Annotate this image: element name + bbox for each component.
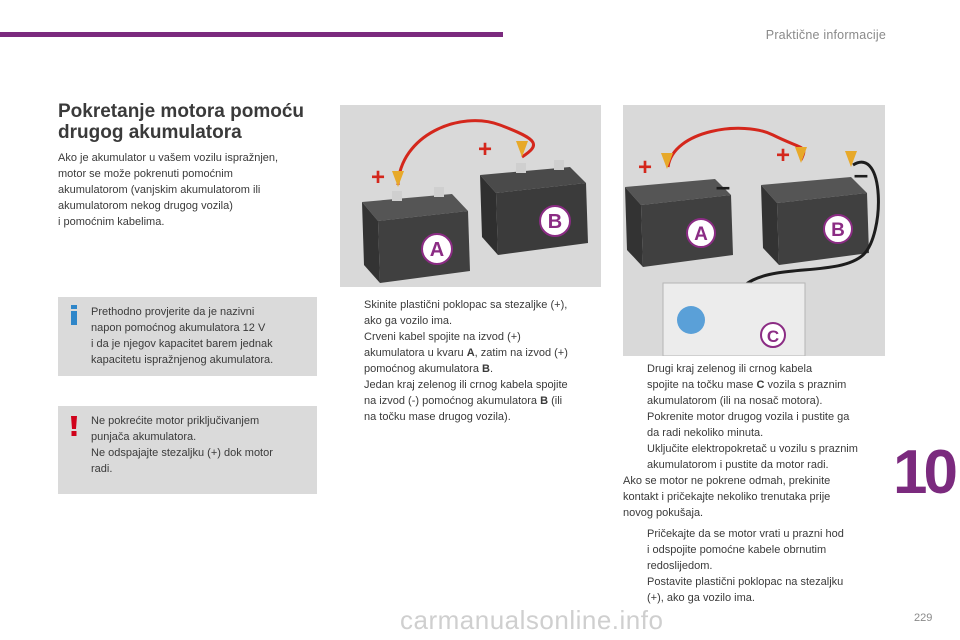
- step-text-bold: B: [482, 363, 490, 375]
- battery-a-label: A: [694, 224, 708, 245]
- step-line: na točku mase drugog vozila).: [364, 411, 511, 423]
- step-line: akumulatora u kvaru A, zatim na izvod (+…: [364, 345, 602, 361]
- header-accent-bar: [0, 32, 503, 37]
- step-text: akumulatora u kvaru: [364, 347, 467, 359]
- step-item: Crveni kabel spojite na izvod (+) akumul…: [340, 329, 602, 377]
- step-line: ako ga vozilo ima.: [364, 315, 453, 327]
- warning-box: Ne pokrećite motor priključivanjem punja…: [58, 406, 317, 494]
- info-icon: [71, 305, 77, 325]
- info-line: napon pomoćnog akumulatora 12 V: [91, 322, 266, 334]
- battery-b: [761, 177, 869, 265]
- red-cable: [396, 119, 535, 186]
- step-line: Pokrenite motor drugog vozila i pustite …: [647, 411, 850, 423]
- step-line: da radi nekoliko minuta.: [647, 427, 764, 439]
- intro-line: i pomoćnim kabelima.: [58, 216, 165, 228]
- step-text: pomoćnog akumulatora: [364, 363, 483, 375]
- page-title-line-1: Pokretanje motora pomoću: [58, 101, 304, 122]
- step-item: Pričekajte da se motor vrati u prazni ho…: [623, 526, 888, 574]
- watermark: carmanualsonline.info: [400, 605, 664, 635]
- warning-icon: [71, 416, 77, 436]
- warning-line: radi.: [91, 463, 113, 475]
- clamp-b-plus: [516, 141, 528, 157]
- step-item: Jedan kraj zelenog ili crnog kabela spoj…: [340, 377, 602, 425]
- battery-a: [625, 179, 733, 267]
- warning-line: punjača akumulatora.: [91, 431, 197, 443]
- step-line: akumulatorom i pustite da motor radi.: [647, 459, 829, 471]
- step-line: pomoćnog akumulatora B.: [364, 361, 602, 377]
- battery-illustration-2: A B C + + – –: [623, 105, 885, 356]
- step-line: akumulatorom (ili na nosač motora).: [647, 395, 823, 407]
- clamp-b-plus: [795, 147, 807, 163]
- info-line: i da je njegov kapacitet barem jednak: [91, 338, 273, 350]
- intro-line: motor se može pokrenuti pomoćnim: [58, 168, 233, 180]
- intro-paragraph: Ako je akumulator u vašem vozilu ispražn…: [58, 150, 318, 230]
- step-text: spojite na točku mase: [647, 379, 757, 391]
- step-item: Pokrenite motor drugog vozila i pustite …: [623, 409, 888, 441]
- step-text: vozila s praznim: [764, 379, 847, 391]
- step-text-bold: C: [756, 379, 765, 391]
- clamp-a-plus: [661, 153, 673, 169]
- step-item: Uključite elektropokretač u vozilu s pra…: [623, 441, 888, 473]
- step-line: i odspojite pomoćne kabele obrnutim: [647, 544, 827, 556]
- ground-point-c-label: C: [767, 327, 779, 346]
- plus-label-a: +: [638, 154, 652, 181]
- intro-line: akumulatorom nekog drugog vozila): [58, 200, 233, 212]
- step-item: Drugi kraj zelenog ili crnog kabela spoj…: [623, 361, 888, 409]
- page-title: Pokretanje motora pomoću drugog akumulat…: [58, 101, 328, 143]
- paragraph-line: novog pokušaja.: [623, 507, 704, 519]
- step-text-bold: B: [540, 395, 549, 407]
- steps-right-bottom: Pričekajte da se motor vrati u prazni ho…: [623, 526, 888, 606]
- step-line: Postavite plastični poklopac na stezaljk…: [647, 576, 844, 588]
- intro-line: akumulatorom (vanjskim akumulatorom ili: [58, 184, 261, 196]
- battery-b: [480, 160, 588, 255]
- steps-middle: Skinite plastični poklopac sa stezaljke …: [340, 297, 602, 425]
- reservoir-cap: [677, 306, 705, 334]
- clamp-b-minus: [845, 151, 857, 167]
- warning-line: Ne odspajajte stezaljku (+) dok motor: [91, 447, 273, 459]
- page-number: 229: [914, 612, 933, 624]
- step-line: Skinite plastični poklopac sa stezaljke …: [364, 299, 568, 311]
- step-line: Crveni kabel spojite na izvod (+): [364, 331, 521, 343]
- step-text-bold: A: [466, 347, 475, 359]
- step-text: na izvod (-) pomoćnog akumulatora: [364, 395, 541, 407]
- step-text: .: [489, 363, 494, 375]
- figure-battery-connection-2: A B C + + – –: [623, 105, 885, 356]
- step-line: Drugi kraj zelenog ili crnog kabela: [647, 363, 813, 375]
- step-line: Jedan kraj zelenog ili crnog kabela spoj…: [364, 379, 568, 391]
- clamp-a-plus: [392, 171, 404, 187]
- retry-paragraph: Ako se motor ne pokrene odmah, prekinite…: [623, 473, 888, 521]
- battery-a-label: A: [430, 239, 444, 261]
- warning-line: Ne pokrećite motor priključivanjem: [91, 415, 260, 427]
- info-line: Prethodno provjerite da je nazivni: [91, 306, 255, 318]
- page-title-line-2: drugog akumulatora: [58, 122, 242, 143]
- battery-b-label: B: [831, 220, 845, 241]
- steps-right-top: Drugi kraj zelenog ili crnog kabela spoj…: [623, 361, 888, 521]
- minus-label-a: –: [716, 171, 730, 201]
- step-line: redoslijedom.: [647, 560, 713, 572]
- paragraph-line: Ako se motor ne pokrene odmah, prekinite: [623, 475, 831, 487]
- battery-illustration-1: B A + +: [340, 105, 601, 287]
- figure-battery-connection-1: B A + +: [340, 105, 601, 287]
- plus-label-b: +: [478, 136, 492, 163]
- step-line: na izvod (-) pomoćnog akumulatora B (ili: [364, 393, 602, 409]
- paragraph-line: kontakt i pričekajte nekoliko trenutaka …: [623, 491, 831, 503]
- step-line: Uključite elektropokretač u vozilu s pra…: [647, 443, 858, 455]
- plus-label-a: +: [371, 164, 385, 191]
- minus-label-b: –: [854, 159, 868, 189]
- header-title: Praktične informacije: [765, 28, 886, 42]
- step-line: Pričekajte da se motor vrati u prazni ho…: [647, 528, 844, 540]
- info-box: Prethodno provjerite da je nazivni napon…: [58, 297, 317, 376]
- step-text: (ili: [548, 395, 563, 407]
- plus-label-b: +: [776, 142, 790, 169]
- battery-a: [362, 187, 470, 283]
- info-line: kapacitetu ispražnjenog akumulatora.: [91, 354, 274, 366]
- step-line: (+), ako ga vozilo ima.: [647, 592, 755, 604]
- battery-b-label: B: [548, 211, 562, 233]
- intro-line: Ako je akumulator u vašem vozilu ispražn…: [58, 152, 279, 164]
- step-text: , zatim na izvod (+): [474, 347, 568, 359]
- step-item: Postavite plastični poklopac na stezaljk…: [623, 574, 888, 606]
- step-item: Skinite plastični poklopac sa stezaljke …: [340, 297, 602, 329]
- step-line: spojite na točku mase C vozila s praznim: [647, 377, 888, 393]
- chapter-number: 10: [893, 438, 958, 507]
